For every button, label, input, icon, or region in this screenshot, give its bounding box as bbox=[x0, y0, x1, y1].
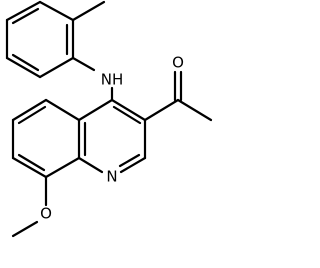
acetyl-group: O bbox=[143, 54, 213, 122]
tolyl-ring bbox=[5, 0, 106, 79]
bond-inner bbox=[17, 105, 47, 125]
bond bbox=[38, 56, 75, 79]
bond bbox=[38, 0, 75, 22]
atom-label-ring-n: N bbox=[106, 168, 117, 186]
bond-inner bbox=[112, 105, 142, 125]
bond bbox=[77, 156, 104, 174]
methoxy-group: O bbox=[11, 175, 52, 238]
bond bbox=[11, 98, 48, 122]
chemical-structure: NH N O O bbox=[5, 0, 213, 238]
bond bbox=[77, 98, 114, 122]
bond bbox=[143, 98, 180, 122]
bond bbox=[71, 56, 96, 72]
bond-inner bbox=[17, 153, 46, 172]
atom-label-ketone-o: O bbox=[172, 54, 184, 72]
bond bbox=[119, 156, 147, 174]
pyridine-ring: N bbox=[77, 98, 147, 186]
bond bbox=[176, 98, 213, 122]
bond bbox=[11, 220, 39, 238]
bond bbox=[44, 156, 81, 179]
bond bbox=[11, 156, 48, 179]
bond-inner bbox=[11, 53, 40, 72]
atom-label-ether-o: O bbox=[40, 205, 52, 223]
bond bbox=[44, 98, 81, 122]
amine-linkage: NH bbox=[71, 56, 124, 102]
benzo-ring bbox=[11, 98, 81, 179]
bond bbox=[5, 0, 42, 22]
bond-inner bbox=[11, 7, 40, 25]
atom-label-nh: NH bbox=[101, 71, 124, 89]
bond bbox=[5, 56, 42, 79]
bond bbox=[110, 98, 147, 122]
bond-inner bbox=[118, 153, 141, 168]
methyl-bond bbox=[71, 0, 106, 22]
